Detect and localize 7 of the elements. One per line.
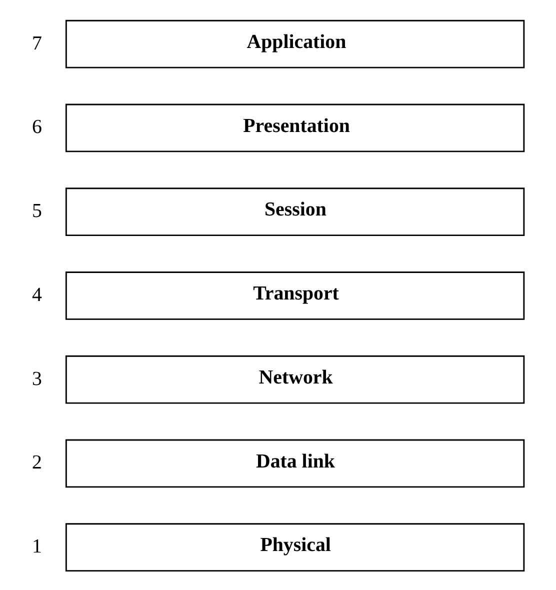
node-label: 1: [32, 536, 42, 558]
node-label: 3: [32, 368, 42, 390]
node-label: 4: [32, 284, 42, 306]
node-label: 2: [32, 452, 42, 474]
node-label: 5: [32, 200, 42, 222]
node-label: 6: [32, 116, 42, 138]
node-label: 7: [32, 32, 42, 54]
